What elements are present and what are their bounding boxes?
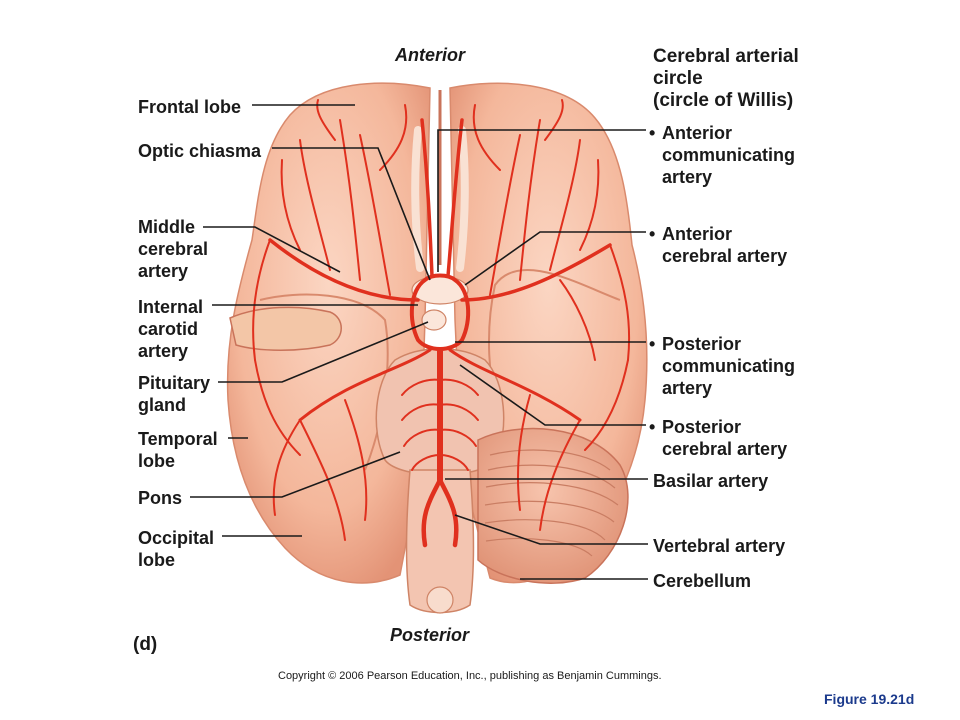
label-vertebral-artery: Vertebral artery [653,536,786,556]
leader-middle-cerebral [203,226,341,273]
posterior-cerebral-right [448,348,582,422]
leader-pons [190,451,401,498]
label-basilar-artery: Basilar artery [653,471,769,491]
label-middle-cerebral-artery: Middle cerebral artery [138,217,209,281]
label-temporal-lobe: Temporal lobe [138,429,218,471]
label-occipital-lobe: Occipital lobe [138,528,215,570]
panel-letter: (d) [133,634,158,655]
cerebellum-folia [484,449,619,557]
label-anterior-cerebral-artery: Anterior cerebral artery [662,224,788,266]
label-internal-carotid-artery: Internal carotid artery [138,297,204,361]
cerebellum-shape [477,427,629,584]
leader-vertebral [454,514,648,545]
optic-chiasma-shape [411,275,469,305]
leader-posterior-cerebral [459,364,646,426]
bullet-1: • [649,123,656,143]
vertebral-artery-right [437,477,459,548]
bullet-4: • [649,417,656,437]
posterior-label: Posterior [390,625,470,645]
pituitary-shape [421,309,447,331]
leader-anterior-cerebral [464,231,646,286]
label-anterior-communicating-artery: Anterior communicating artery [662,123,796,187]
leader-lines [190,104,648,580]
label-pituitary-gland: Pituitary gland [138,373,211,415]
anterior-cerebral-left [420,118,434,278]
cut-temporal-left [229,306,342,351]
olfactory-tract-right [456,126,469,272]
label-posterior-cerebral-artery: Posterior cerebral artery [662,417,788,459]
copyright-notice: Copyright © 2006 Pearson Education, Inc.… [278,670,662,682]
bullet-3: • [649,334,656,354]
bullet-2: • [649,224,656,244]
arteries [252,99,631,548]
leader-pituitary [218,321,429,383]
label-optic-chiasma: Optic chiasma [138,141,262,161]
leader-anterior-communicating [437,129,646,272]
label-pons: Pons [138,488,183,508]
anterior-cerebral-right [446,118,464,278]
spinal-cord-section [426,586,454,614]
vertebral-artery-left [421,477,443,548]
label-cerebellum: Cerebellum [653,571,752,591]
anterior-label: Anterior [395,45,466,65]
middle-cerebral-right [460,243,612,302]
figure-number: Figure 19.21d [824,691,915,707]
middle-cerebral-left [268,238,420,302]
legend-title: Cerebral arterial circle (circle of Will… [653,46,799,111]
label-posterior-communicating-artery: Posterior communicating artery [662,334,796,398]
leader-optic-chiasma [272,147,431,281]
label-frontal-lobe: Frontal lobe [138,97,241,117]
posterior-cerebral-left [298,348,432,422]
